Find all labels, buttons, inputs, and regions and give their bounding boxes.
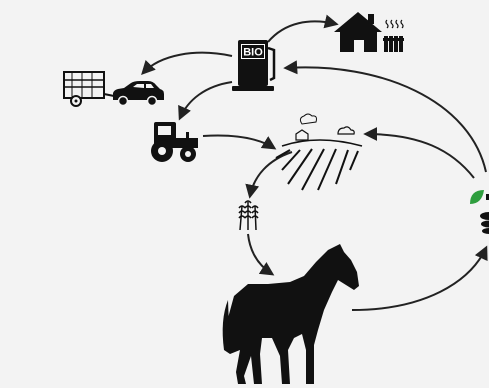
tractor-icon (151, 122, 198, 162)
bio-fuel-pump-icon: BIO (232, 40, 274, 91)
house-icon (334, 12, 382, 52)
arrow-plant-to-field (366, 134, 474, 178)
arrow-field-to-wheat (250, 152, 292, 196)
car-icon (113, 81, 164, 106)
farmland-icon (276, 114, 362, 190)
horse-trailer-icon (64, 72, 114, 106)
arrow-pump-to-car (143, 53, 232, 73)
arrow-wheat-to-horse (248, 234, 272, 274)
radiator-icon (383, 20, 404, 52)
horse-icon (223, 244, 359, 384)
arrow-pump-to-house (268, 21, 336, 42)
arrow-pump-to-tractor (180, 82, 232, 118)
manure-plant-icon (470, 190, 489, 234)
arrow-horse-to-plant (352, 248, 486, 310)
wheat-icon (239, 201, 258, 230)
pump-label: BIO (243, 47, 263, 59)
arrow-tractor-to-field (203, 136, 274, 149)
